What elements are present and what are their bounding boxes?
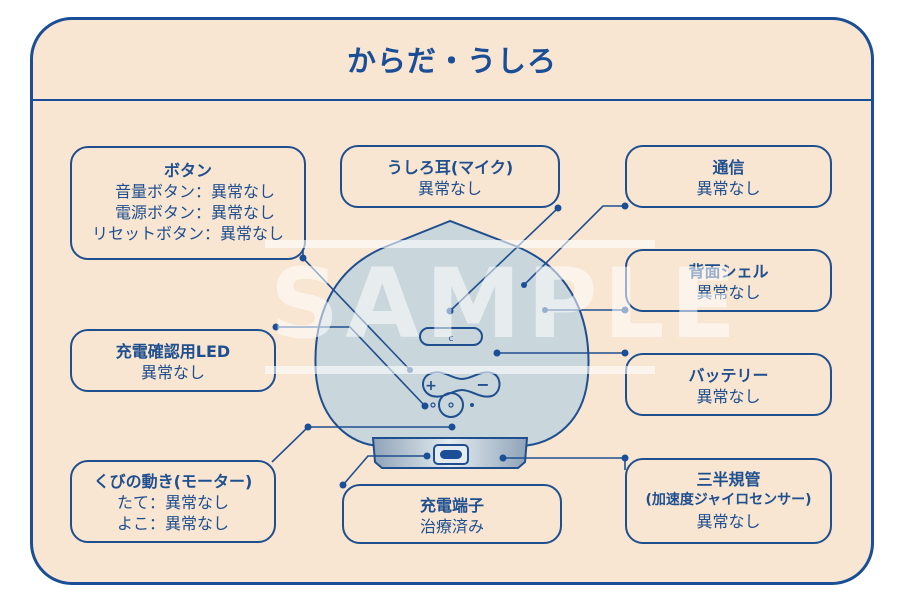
volume-minus-icon: −	[476, 375, 489, 394]
callout-heading: 充電端子	[419, 496, 484, 515]
callout-back-shell: 背面シェル 異常なし	[625, 249, 832, 312]
page-title: からだ・うしろ	[346, 44, 557, 78]
callout-heading: 充電確認用LED	[115, 342, 231, 361]
callout-status-vertical: たて：異常なし	[116, 493, 229, 512]
callout-gyro-sensor: 三半規管 (加速度ジャイロセンサー) 異常なし	[625, 458, 832, 544]
callout-heading: 通信	[712, 158, 745, 177]
volume-buttons-icon	[422, 371, 501, 398]
power-button-icon	[438, 392, 464, 418]
callout-status-horizontal: よこ：異常なし	[116, 514, 229, 533]
callout-status-power: 電源ボタン：異常なし	[114, 203, 275, 222]
callout-heading: くびの動き(モーター)	[93, 472, 253, 491]
callout-status: 異常なし	[696, 512, 761, 531]
svg-text:c: c	[449, 334, 454, 344]
mic-slot-icon	[419, 327, 483, 346]
callout-status: 異常なし	[140, 363, 205, 382]
callout-status-volume: 音量ボタン：異常なし	[114, 182, 275, 201]
callout-heading: うしろ耳(マイク)	[386, 158, 514, 177]
callout-heading: ボタン	[163, 161, 212, 180]
callout-charge-led: 充電確認用LED 異常なし	[70, 329, 276, 392]
title-divider	[32, 99, 872, 101]
callout-status: 異常なし	[696, 179, 761, 198]
volume-plus-icon: +	[425, 378, 437, 394]
callout-neck-motor: くびの動き(モーター) たて：異常なし よこ：異常なし	[70, 460, 276, 543]
callout-mic: うしろ耳(マイク) 異常なし	[340, 145, 560, 208]
callout-status-reset: リセットボタン：異常なし	[91, 224, 284, 243]
callout-heading: 背面シェル	[688, 262, 769, 281]
callout-status: 異常なし	[696, 283, 761, 302]
callout-subheading: (加速度ジャイロセンサー)	[645, 492, 812, 508]
sample-watermark: SAMPLE	[270, 248, 743, 360]
callout-status: 異常なし	[696, 387, 761, 406]
callout-battery: バッテリー 異常なし	[625, 353, 832, 416]
callout-communication: 通信 異常なし	[625, 145, 832, 208]
callout-charge-port: 充電端子 治療済み	[342, 484, 562, 544]
callout-heading: 三半規管	[696, 470, 761, 489]
watermark-band	[265, 366, 655, 374]
callout-heading: バッテリー	[688, 366, 769, 385]
callout-status: 異常なし	[417, 179, 482, 198]
reset-hole-icon	[430, 402, 436, 408]
watermark-band	[265, 240, 655, 248]
callout-status: 治療済み	[419, 517, 484, 536]
led-dot-icon	[470, 403, 474, 407]
